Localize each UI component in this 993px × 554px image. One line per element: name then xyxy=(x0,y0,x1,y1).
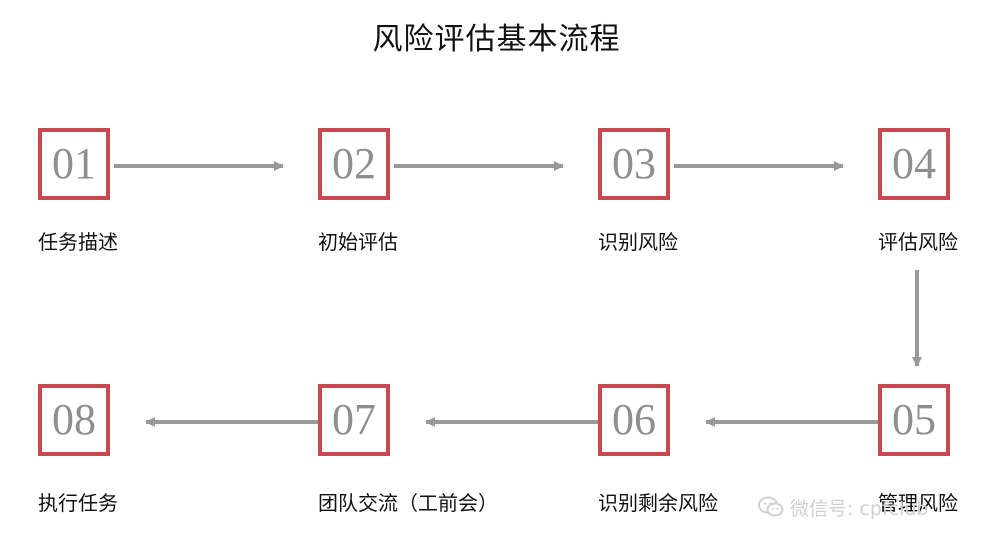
step-number-03: 03 xyxy=(612,139,656,188)
step-label-06: 识别剩余风险 xyxy=(598,491,718,515)
step-label-03: 识别风险 xyxy=(598,230,678,254)
step-box-05: 05 xyxy=(878,384,950,456)
watermark: 微信号: cpfclub xyxy=(758,495,929,520)
watermark-text: 微信号: cpfclub xyxy=(790,497,929,520)
step-number-05: 05 xyxy=(892,395,936,444)
diagram-title: 风险评估基本流程 xyxy=(372,22,621,57)
step-number-01: 01 xyxy=(52,139,96,188)
step-box-01: 01 xyxy=(38,128,110,200)
step-label-04: 评估风险 xyxy=(878,230,958,254)
step-box-08: 08 xyxy=(38,384,110,456)
step-number-07: 07 xyxy=(332,395,376,444)
step-box-06: 06 xyxy=(598,384,670,456)
step-label-07: 团队交流（工前会） xyxy=(318,491,498,515)
step-label-05: 管理风险 xyxy=(878,491,958,515)
step-label-02: 初始评估 xyxy=(318,230,398,254)
step-number-02: 02 xyxy=(332,139,376,188)
step-box-04: 04 xyxy=(878,128,950,200)
step-number-06: 06 xyxy=(612,395,656,444)
step-label-01: 任务描述 xyxy=(38,230,118,254)
step-number-08: 08 xyxy=(52,395,96,444)
step-box-02: 02 xyxy=(318,128,390,200)
step-label-08: 执行任务 xyxy=(38,491,118,515)
step-box-03: 03 xyxy=(598,128,670,200)
step-number-04: 04 xyxy=(892,139,936,188)
wechat-icon xyxy=(758,496,784,518)
step-box-07: 07 xyxy=(318,384,390,456)
